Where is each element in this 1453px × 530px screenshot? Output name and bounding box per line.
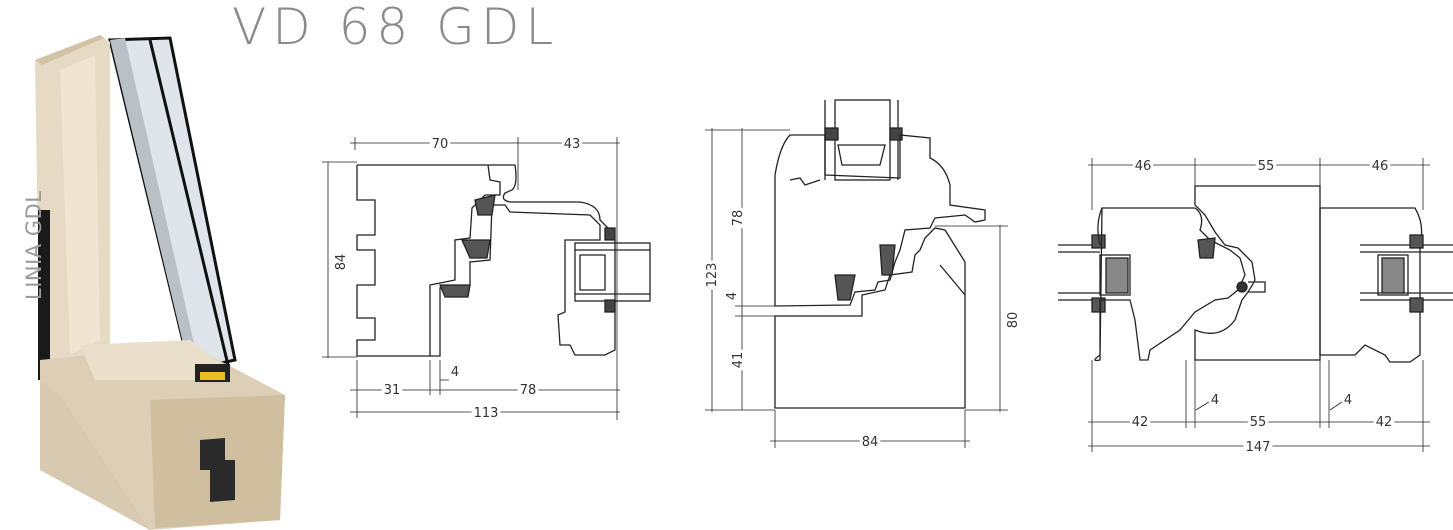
s2-dim-bottom-width: 84 <box>862 435 879 450</box>
s3-dim-bottom-total: 147 <box>1246 440 1271 455</box>
window-corner-illustration <box>35 35 285 530</box>
s3-dim-bottom-c: 55 <box>1250 415 1267 430</box>
s3-dim-top-c: 46 <box>1372 159 1389 174</box>
s2-dim-total-height: 123 <box>705 263 720 288</box>
s2-dim-right-height: 80 <box>1006 312 1021 329</box>
s1-dim-bottom-total: 113 <box>474 406 499 421</box>
s1-dim-bottom-b: 4 <box>451 365 459 380</box>
s3-dim-bottom-d: 4 <box>1344 393 1352 408</box>
s1-dim-bottom-a: 31 <box>384 383 401 398</box>
s1-dim-top-right: 43 <box>564 137 581 152</box>
s2-dim-gap: 4 <box>725 292 740 300</box>
s3-dim-bottom-e: 42 <box>1376 415 1393 430</box>
s3-dim-top-b: 55 <box>1258 159 1275 174</box>
s1-dim-left-height: 84 <box>334 254 349 271</box>
product-title: VD 68 GDL <box>232 0 560 56</box>
s2-dim-lower: 41 <box>731 352 746 369</box>
s3-dim-bottom-a: 42 <box>1132 415 1149 430</box>
s3-dim-top-a: 46 <box>1135 159 1152 174</box>
s3-dim-bottom-b: 4 <box>1211 393 1219 408</box>
section-3-profile <box>1058 158 1453 452</box>
s1-dim-bottom-c: 78 <box>520 383 537 398</box>
s2-dim-upper: 78 <box>731 210 746 227</box>
section-2-profile <box>705 99 1008 448</box>
s1-dim-top-left: 70 <box>432 137 449 152</box>
section-1-profile <box>322 137 651 420</box>
